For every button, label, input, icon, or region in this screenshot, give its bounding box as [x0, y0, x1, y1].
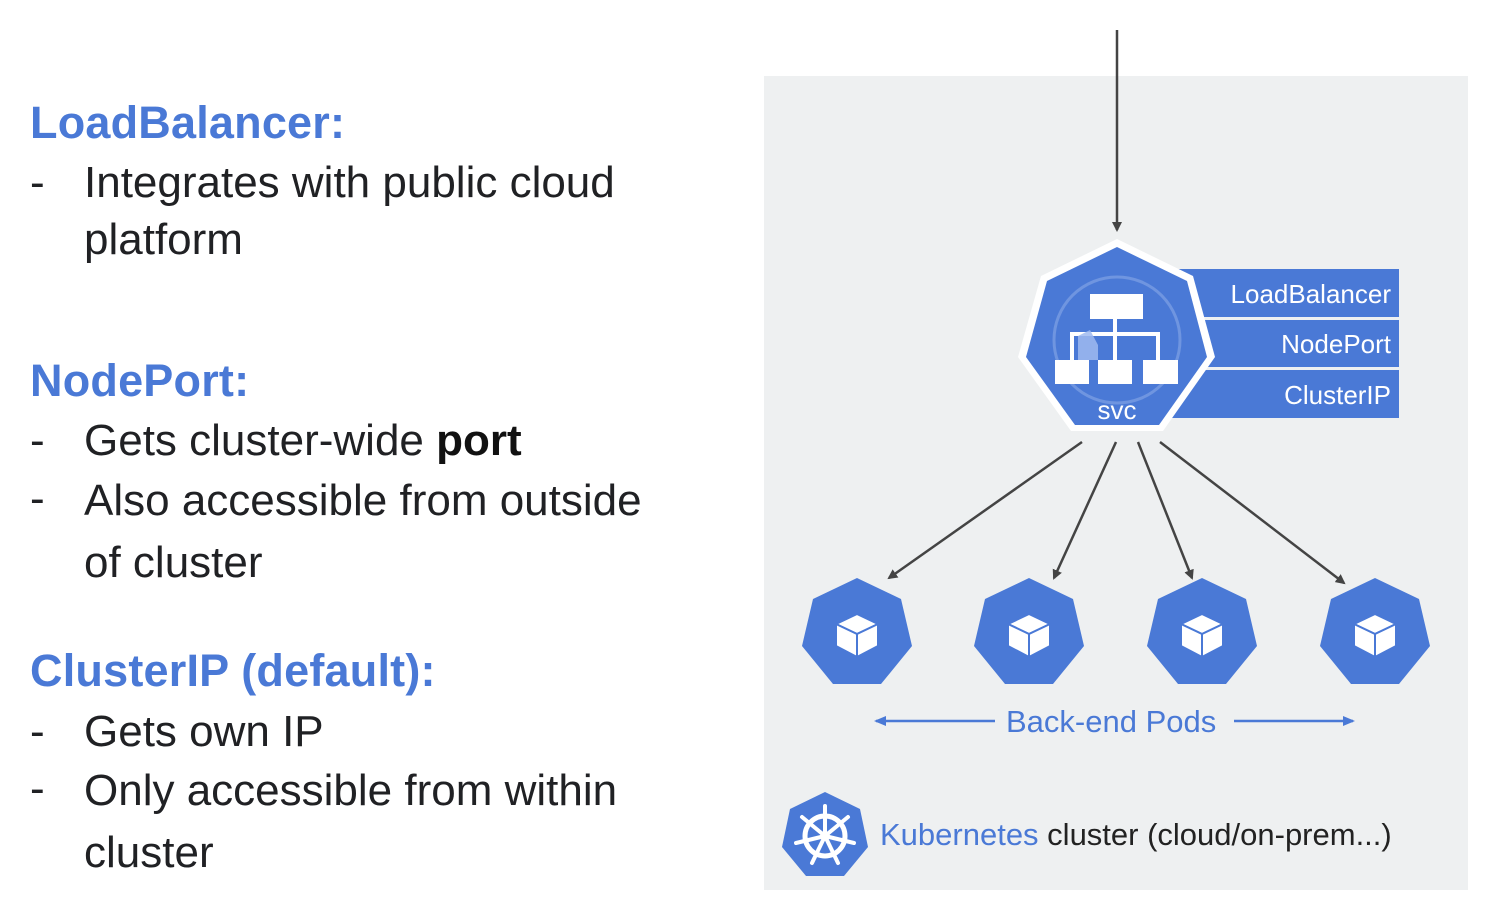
- tag-clusterip: [1168, 370, 1399, 418]
- loadbalancer-heading: LoadBalancer:: [30, 97, 346, 148]
- bullet-emphasis: port: [436, 416, 522, 465]
- service-label: svc: [1097, 395, 1137, 425]
- pod-cube-icon: [1180, 613, 1224, 658]
- bullet-text: Only accessible from within cluster: [84, 766, 618, 877]
- tag-label-loadbalancer: LoadBalancer: [1230, 279, 1391, 309]
- cluster-label-highlight: Kubernetes: [880, 817, 1039, 852]
- pod-3: [1147, 578, 1257, 684]
- bullet-text: Gets own IP: [84, 707, 324, 756]
- bullet-text: Gets cluster-wide: [84, 416, 437, 465]
- pod-cube-icon: [1353, 613, 1397, 658]
- nodeport-heading: NodePort:: [30, 355, 250, 406]
- service-node: [1018, 239, 1215, 431]
- pod-arrows: [887, 440, 1346, 585]
- clusterip-heading: ClusterIP (default):: [30, 645, 436, 696]
- pod-group: [802, 578, 1430, 684]
- tag-label-clusterip: ClusterIP: [1284, 380, 1391, 410]
- pods-label: Back-end Pods: [1006, 704, 1217, 739]
- pod-cube-icon: [1007, 613, 1051, 658]
- tag-loadbalancer: [1168, 269, 1399, 317]
- bullet-text: Also accessible from outside of cluster: [84, 476, 642, 587]
- bullet-text: Integrates with public cloud platform: [84, 158, 615, 264]
- cluster-label-rest: cluster (cloud/on-prem...): [1038, 817, 1392, 852]
- service-network-icon: [1055, 294, 1178, 384]
- tag-label-nodeport: NodePort: [1281, 329, 1391, 359]
- pod-2: [974, 578, 1084, 684]
- pod-cube-icon: [835, 613, 879, 658]
- pod-4: [1320, 578, 1430, 684]
- pod-1: [802, 578, 912, 684]
- kubernetes-helm-icon: [782, 792, 868, 876]
- cluster-label: Kubernetes cluster (cloud/on-prem...): [880, 819, 1392, 850]
